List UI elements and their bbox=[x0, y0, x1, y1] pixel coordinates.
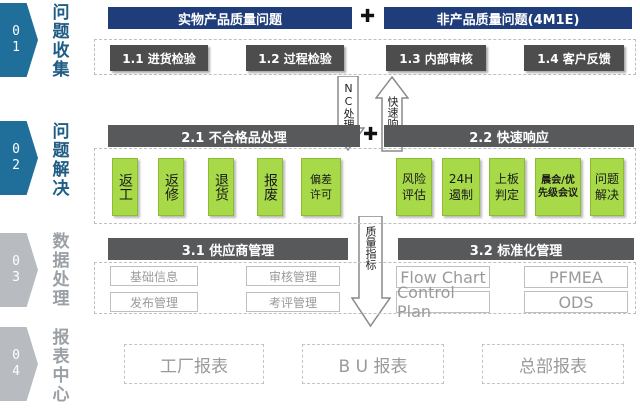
product-quality-header: 实物产品质量问题 bbox=[108, 7, 352, 29]
ng-item-return[interactable]: 退货 bbox=[208, 158, 234, 216]
quick-item-meeting[interactable]: 晨会/优先级会议 bbox=[535, 158, 581, 216]
collect-items-container bbox=[94, 39, 636, 75]
quick-item-board-label: 上板判定 bbox=[495, 172, 520, 202]
supplier-item-eval[interactable]: 考评管理 bbox=[246, 292, 340, 312]
plus-icon-2: ✚ bbox=[363, 124, 379, 145]
ng-item-rework[interactable]: 返工 bbox=[112, 158, 138, 216]
quick-item-contain[interactable]: 24H遏制 bbox=[442, 158, 480, 216]
stage-1-title-char: 问 bbox=[52, 3, 70, 23]
report-hq[interactable]: 总部报表 bbox=[482, 344, 624, 384]
stage-4-title-char: 中 bbox=[52, 366, 70, 386]
report-bu[interactable]: B U 报表 bbox=[302, 344, 444, 384]
stage-1-title-char: 收 bbox=[52, 41, 70, 61]
stage-2-marker: 0 2 bbox=[0, 121, 38, 195]
ng-item-repair[interactable]: 返修 bbox=[158, 158, 184, 216]
collect-item-process[interactable]: 1.2 过程检验 bbox=[246, 45, 344, 71]
stage-4-title: 报 表 中 心 bbox=[50, 329, 72, 405]
stage-4-title-char: 表 bbox=[52, 347, 70, 367]
quick-response-header: 2.2 快速响应 bbox=[384, 125, 634, 147]
stage-3-marker: 0 3 bbox=[0, 233, 38, 307]
nc-arrow-label: NC处理 bbox=[342, 82, 355, 130]
quick-item-meeting-label: 晨会/优先级会议 bbox=[538, 175, 578, 199]
standard-item-pfmea[interactable]: PFMEA bbox=[524, 266, 628, 288]
stage-4-marker: 0 4 bbox=[0, 327, 38, 401]
plus-icon: ✚ bbox=[360, 6, 376, 27]
nonproduct-quality-header: 非产品质量问题(4M1E) bbox=[384, 7, 632, 29]
data-items-container bbox=[94, 262, 636, 314]
stage-2-title: 问 题 解 决 bbox=[50, 123, 72, 199]
supplier-item-release[interactable]: 发布管理 bbox=[110, 292, 198, 312]
stage-1-title-char: 题 bbox=[52, 22, 70, 42]
stage-1-num-a: 0 bbox=[12, 24, 20, 39]
collect-item-customer[interactable]: 1.4 客户反馈 bbox=[524, 45, 624, 71]
ng-item-deviation-label: 偏差许可 bbox=[310, 173, 332, 201]
stage-3-title-char: 处 bbox=[52, 270, 70, 290]
quick-item-solve[interactable]: 问题解决 bbox=[590, 158, 624, 216]
quality-arrow-label: 质量指标 bbox=[364, 226, 377, 270]
solve-items-container bbox=[94, 148, 636, 224]
standard-item-flowchart[interactable]: Flow Chart bbox=[396, 266, 490, 288]
quick-item-risk[interactable]: 风险评估 bbox=[396, 158, 432, 216]
ng-item-repair-label: 返修 bbox=[163, 173, 179, 201]
stage-3-num-b: 3 bbox=[12, 270, 20, 285]
ng-item-rework-label: 返工 bbox=[117, 173, 133, 201]
quick-item-board[interactable]: 上板判定 bbox=[489, 158, 525, 216]
ng-handling-header: 2.1 不合格品处理 bbox=[108, 125, 360, 147]
report-factory[interactable]: 工厂报表 bbox=[124, 344, 264, 384]
stage-4-title-char: 心 bbox=[52, 385, 70, 405]
stage-2-title-char: 问 bbox=[52, 122, 70, 142]
standard-item-ods[interactable]: ODS bbox=[524, 291, 628, 313]
ng-item-deviation[interactable]: 偏差许可 bbox=[301, 158, 341, 216]
stage-2-title-char: 决 bbox=[52, 179, 70, 199]
stage-4-num-a: 0 bbox=[12, 348, 20, 363]
stage-3-title: 数 据 处 理 bbox=[50, 233, 72, 309]
stage-4-num-b: 4 bbox=[12, 364, 20, 379]
collect-item-incoming[interactable]: 1.1 进货检验 bbox=[110, 45, 208, 71]
standard-mgmt-header: 3.2 标准化管理 bbox=[398, 238, 634, 260]
stage-3-title-char: 数 bbox=[52, 232, 70, 252]
supplier-item-basic[interactable]: 基础信息 bbox=[110, 266, 198, 286]
stage-2-num-b: 2 bbox=[12, 158, 20, 173]
ng-item-return-label: 退货 bbox=[213, 173, 229, 201]
quick-item-risk-label: 风险评估 bbox=[402, 172, 427, 202]
stage-2-num-a: 0 bbox=[12, 142, 20, 157]
quick-item-contain-label: 24H遏制 bbox=[448, 172, 474, 202]
stage-3-num-a: 0 bbox=[12, 254, 20, 269]
collect-item-audit[interactable]: 1.3 内部审核 bbox=[386, 45, 486, 71]
stage-1-title: 问 题 收 集 bbox=[50, 4, 72, 80]
stage-1-title-char: 集 bbox=[52, 60, 70, 80]
stage-3-title-char: 理 bbox=[52, 289, 70, 309]
stage-1-marker: 0 1 bbox=[0, 3, 38, 77]
stage-3-title-char: 据 bbox=[52, 251, 70, 271]
quick-item-solve-label: 问题解决 bbox=[595, 172, 620, 202]
stage-4-title-char: 报 bbox=[52, 328, 70, 348]
ng-item-scrap[interactable]: 报废 bbox=[257, 158, 283, 216]
stage-1-num-b: 1 bbox=[12, 40, 20, 55]
quality-down-arrow bbox=[351, 216, 391, 328]
ng-item-scrap-label: 报废 bbox=[262, 173, 278, 201]
stage-2-title-char: 解 bbox=[52, 160, 70, 180]
standard-item-controlplan[interactable]: Control Plan bbox=[396, 283, 490, 321]
supplier-item-audit[interactable]: 审核管理 bbox=[246, 266, 340, 286]
stage-2-title-char: 题 bbox=[52, 141, 70, 161]
supplier-mgmt-header: 3.1 供应商管理 bbox=[108, 238, 348, 260]
